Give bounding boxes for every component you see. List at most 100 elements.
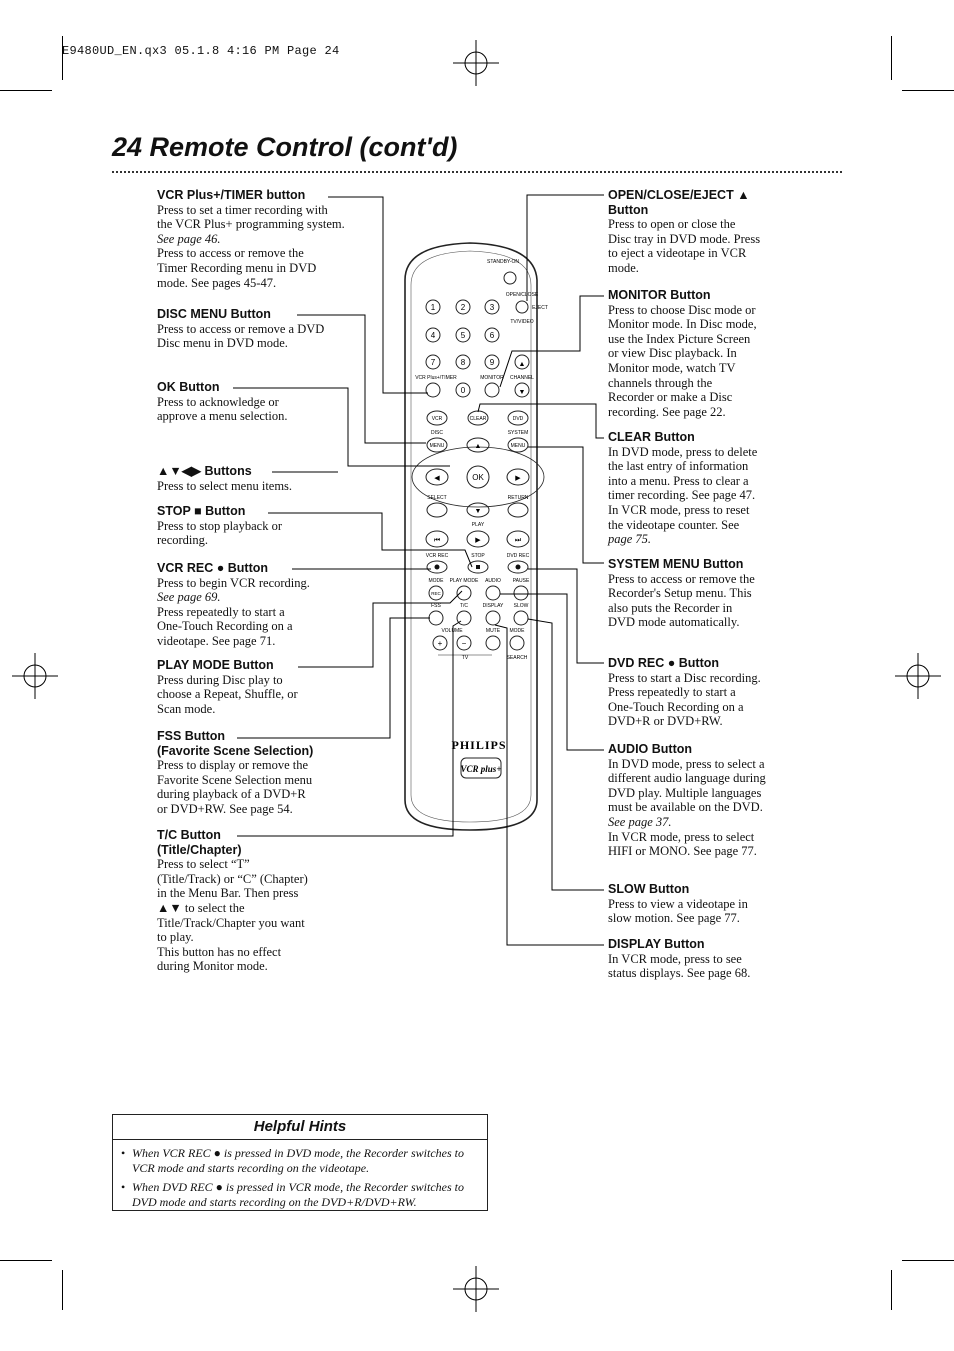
select-button[interactable] <box>426 502 448 518</box>
callout-line: to eject a videotape in VCR <box>608 246 747 261</box>
callout-line: use the Index Picture Screen <box>608 331 751 346</box>
digit-label: 6 <box>490 331 495 340</box>
play-mode-button[interactable] <box>456 585 472 601</box>
callout-line: (Title/Track) or “C” (Chapter) <box>157 871 308 886</box>
digit-8-button[interactable] <box>455 354 471 370</box>
mode-label: MODE <box>510 628 526 634</box>
callout-line: different audio language during <box>608 771 766 786</box>
brand-logo: PHILIPS <box>451 738 506 752</box>
callout-line: mode. See pages 45-47. <box>157 275 277 290</box>
audio-button[interactable] <box>485 585 501 601</box>
crop-mark <box>62 1270 63 1310</box>
channel-up-icon: ▲ <box>519 361 526 368</box>
dvd-rec-button[interactable] <box>507 560 529 574</box>
up-button[interactable] <box>466 437 490 453</box>
disc-menu-button[interactable] <box>426 437 448 453</box>
tc-button[interactable] <box>456 610 472 626</box>
digit-label: 2 <box>461 303 466 312</box>
ok-button[interactable] <box>466 465 490 489</box>
eject-button[interactable] <box>515 300 529 314</box>
callout-play-mode: PLAY MODE Button Press during Disc play … <box>157 658 337 716</box>
display-button[interactable] <box>485 610 501 626</box>
stop-square-icon <box>476 565 480 569</box>
play-button[interactable] <box>466 530 490 548</box>
right-arrow-icon: ▶ <box>515 475 521 482</box>
callout-subheading: (Favorite Scene Selection) <box>157 743 314 758</box>
vcr-rec-button[interactable] <box>426 560 448 574</box>
volume-up-button[interactable] <box>432 635 448 651</box>
digit-6-button[interactable] <box>484 327 500 343</box>
fss-label: FSS <box>431 603 441 609</box>
callout-line: or DVD+RW. See page 54. <box>157 801 293 816</box>
standby-button[interactable] <box>503 271 517 285</box>
digit-7-button[interactable] <box>425 354 441 370</box>
callout-line: to play. <box>157 930 194 945</box>
clear-label: CLEAR <box>470 416 487 422</box>
callout-line: approve a menu selection. <box>157 409 288 424</box>
callout-line: ▲▼ to select the <box>157 900 245 915</box>
callout-line: In VCR mode, press to reset <box>608 502 750 517</box>
callout-line: page 75. <box>608 532 652 547</box>
digit-4-button[interactable] <box>425 327 441 343</box>
callout-heading: VCR Plus+/TIMER button <box>157 188 306 202</box>
callout-line: recording. See page 22. <box>608 404 726 419</box>
callout-dvd-rec: DVD REC ● Button Press to start a Disc r… <box>608 656 798 729</box>
channel-up-button[interactable] <box>514 354 530 370</box>
digit-3-button[interactable] <box>484 299 500 315</box>
vcr-label: VCR <box>432 416 443 422</box>
digit-5-button[interactable] <box>455 327 471 343</box>
dvd-rec-label: DVD REC <box>507 553 530 559</box>
callout-line: DVD+R or DVD+RW. <box>608 714 723 729</box>
crop-mark <box>62 36 63 80</box>
callout-line: In VCR mode, press to see <box>608 951 742 966</box>
digit-label: 5 <box>461 331 466 340</box>
vcr-plus-label: VCR Plus+/TIMER <box>415 375 457 381</box>
crop-mark <box>0 1260 52 1261</box>
callout-line: See page 46. <box>157 231 221 246</box>
callout-heading: MONITOR Button <box>608 288 711 302</box>
rec-mode-button[interactable] <box>428 585 444 601</box>
channel-down-button[interactable] <box>514 382 530 398</box>
rec-label: REC <box>431 591 441 596</box>
previous-button[interactable] <box>425 530 449 548</box>
callout-line: the last entry of information <box>608 459 749 474</box>
digit-9-button[interactable] <box>484 354 500 370</box>
callout-heading: T/C Button <box>157 828 221 842</box>
return-button[interactable] <box>507 502 529 518</box>
stop-button[interactable] <box>467 560 489 574</box>
system-menu-button[interactable] <box>507 437 529 453</box>
dvd-button[interactable] <box>507 410 529 426</box>
vcr-button[interactable] <box>426 410 448 426</box>
next-button[interactable] <box>506 530 530 548</box>
play-icon: ▶ <box>475 537 481 544</box>
digit-1-button[interactable] <box>425 299 441 315</box>
monitor-button[interactable] <box>484 382 500 398</box>
callout-line: Press repeatedly to start a <box>157 604 285 619</box>
callout-line: Disc tray in DVD mode. Press <box>608 231 761 246</box>
down-button[interactable] <box>466 502 490 518</box>
right-button[interactable] <box>506 468 530 486</box>
ok-label: OK <box>472 473 484 482</box>
vcr-plus-timer-button[interactable] <box>425 382 441 398</box>
callout-line: during playback of a DVD+R <box>157 787 306 802</box>
return-label: RETURN <box>508 495 529 501</box>
search-mode-button[interactable] <box>509 635 525 651</box>
left-button[interactable] <box>425 468 449 486</box>
volume-down-button[interactable] <box>456 635 472 651</box>
mute-button[interactable] <box>485 635 501 651</box>
callout-line: Press to select menu items. <box>157 478 293 493</box>
digit-label: 1 <box>431 303 436 312</box>
digit-2-button[interactable] <box>455 299 471 315</box>
callout-line: DVD play. Multiple languages <box>608 785 762 800</box>
callout-line: Press to set a timer recording with <box>157 202 328 217</box>
callout-line: recording. <box>157 533 209 548</box>
slow-label: SLOW <box>514 603 529 609</box>
channel-down-icon: ▼ <box>519 389 526 396</box>
digit-label: 4 <box>431 331 436 340</box>
callout-line: In VCR mode, press to select <box>608 829 755 844</box>
open-close-label: OPEN/CLOSE <box>506 292 539 298</box>
pause-button[interactable] <box>513 585 529 601</box>
digit-0-button[interactable] <box>455 382 471 398</box>
pause-label: PAUSE <box>513 578 530 584</box>
slow-button[interactable] <box>513 610 529 626</box>
